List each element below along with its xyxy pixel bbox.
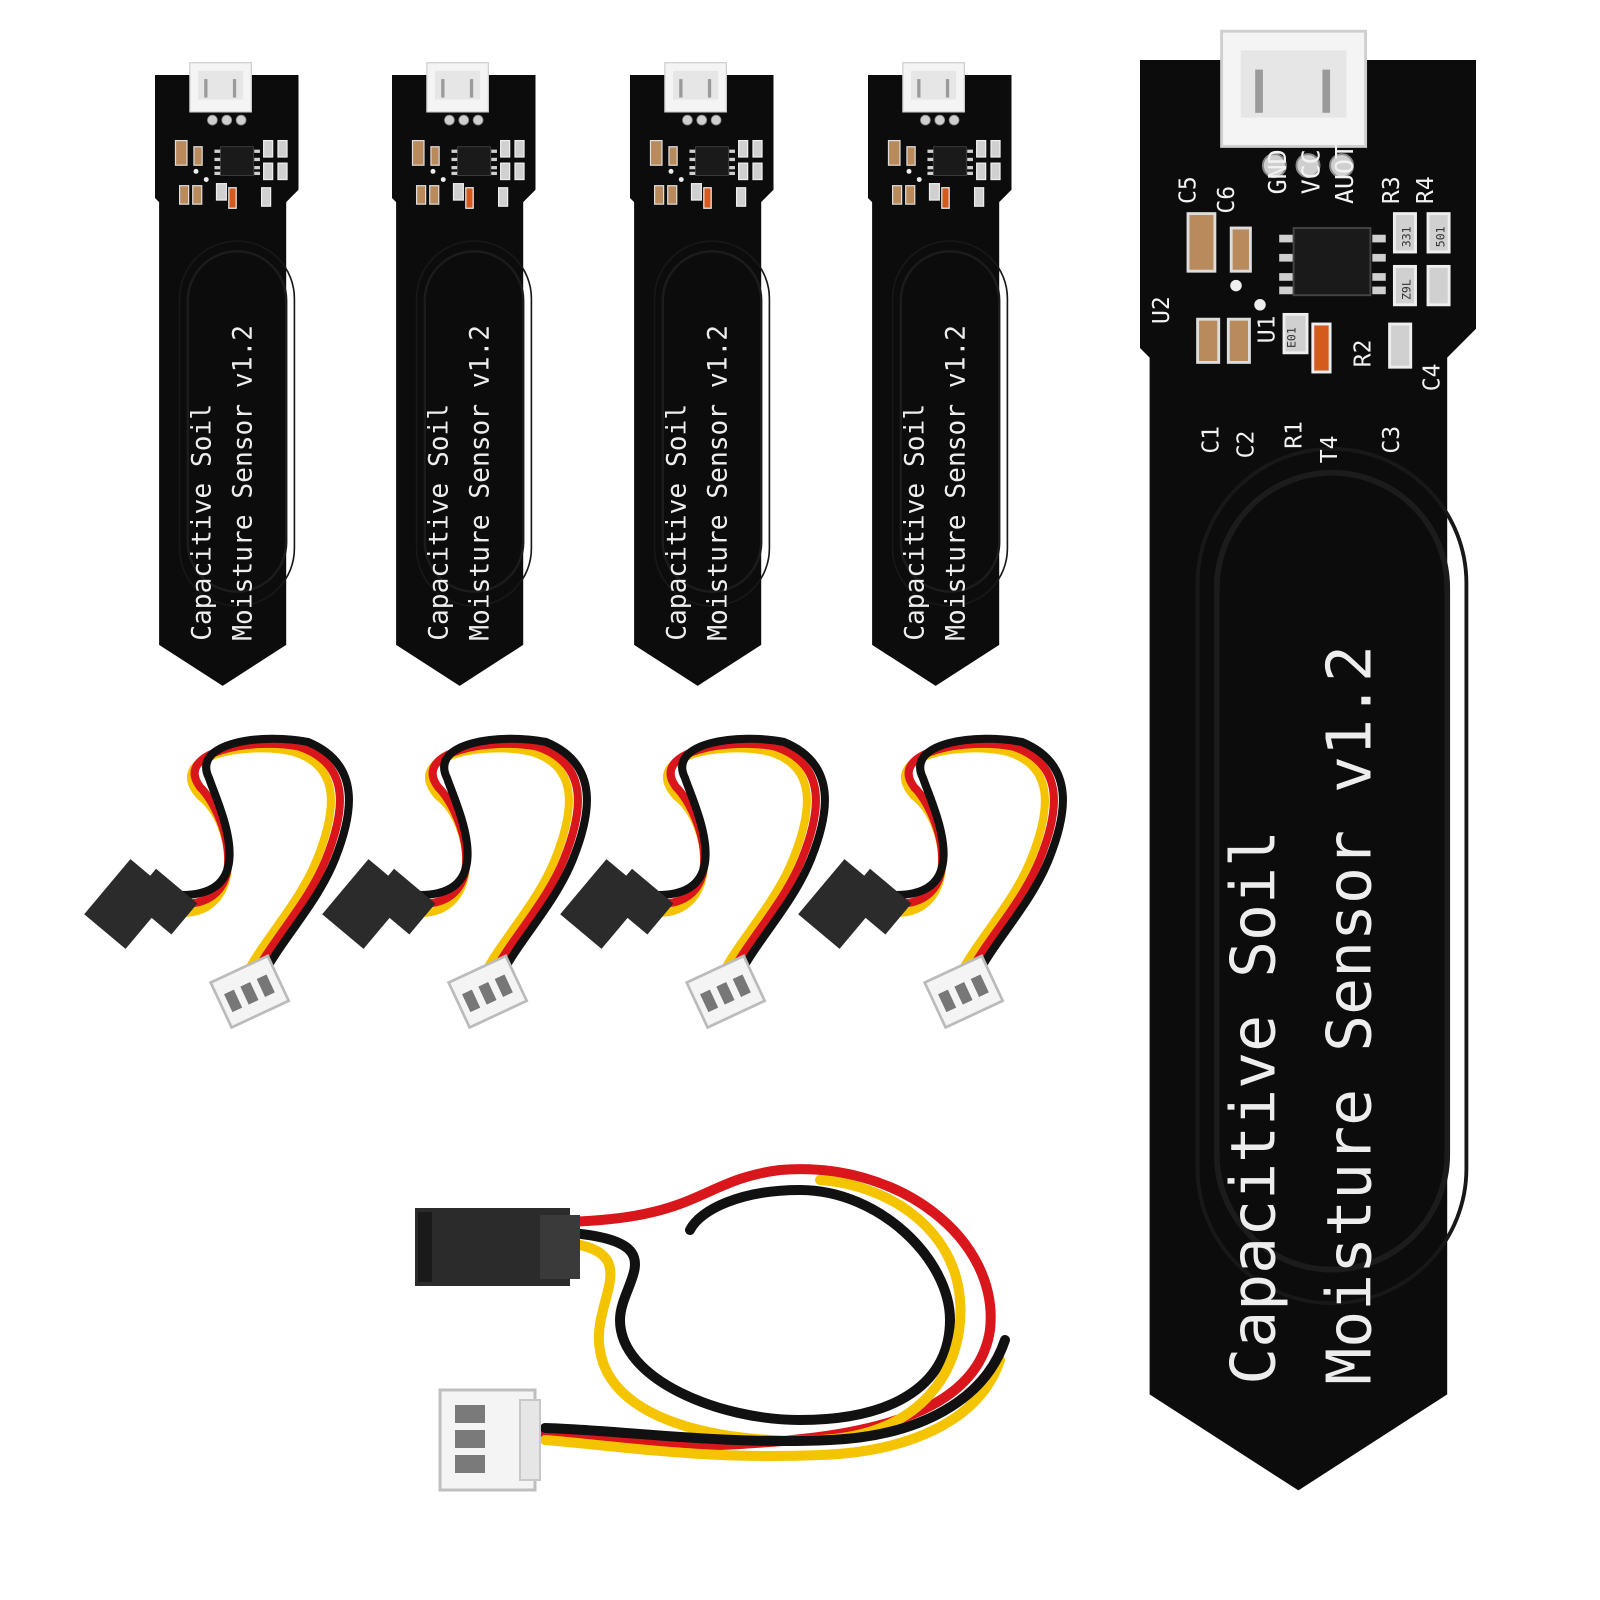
label-t4: T4 (1317, 435, 1343, 463)
small-cable-2 (322, 739, 587, 1028)
label-u2: U2 (1149, 296, 1175, 324)
label-c3: C3 (1379, 426, 1405, 454)
sensor-title-line2: Moisture Sensor v1.2 (703, 325, 733, 641)
sensor-title-line2: Moisture Sensor v1.2 (1314, 645, 1385, 1385)
label-r3: R3 (1379, 176, 1405, 204)
large-cable (415, 1164, 1010, 1492)
label-c5: C5 (1176, 176, 1202, 204)
chip-mark-331: 331 (1400, 226, 1414, 247)
pin-label-vcc: VCC (1297, 149, 1326, 194)
pin-label-gnd: GND (1263, 149, 1292, 194)
jst-connector (438, 1388, 541, 1492)
sensor-title-line2: Moisture Sensor v1.2 (228, 325, 258, 641)
pin-label-aout: AUOT (1330, 144, 1359, 204)
sensor-title-line1: Capacitive Soil (187, 404, 217, 641)
chip-mark-e01: E01 (1285, 327, 1299, 348)
small-sensor-1: Capacitive Soil Moisture Sensor v1.2 (153, 61, 300, 688)
small-cable-1 (84, 739, 349, 1028)
small-sensor-4: Capacitive Soil Moisture Sensor v1.2 (866, 61, 1013, 688)
small-sensor-2: Capacitive Soil Moisture Sensor v1.2 (390, 61, 537, 688)
sensor-title-line1: Capacitive Soil (424, 404, 454, 641)
label-c2: C2 (1233, 431, 1259, 459)
label-c4: C4 (1420, 363, 1446, 391)
label-c1: C1 (1199, 426, 1225, 454)
chip-mark-z9l: Z9L (1400, 279, 1414, 300)
small-cable-3 (560, 739, 825, 1028)
small-cable-4 (798, 739, 1063, 1028)
chip-mark-501: 501 (1433, 226, 1447, 247)
label-r4: R4 (1413, 176, 1439, 204)
large-sensor: GND VCC AUOT C5 C6 U2 U1 R3 R4 R2 C4 C1 … (1140, 31, 1476, 1490)
label-r2: R2 (1350, 339, 1376, 367)
small-sensor-3: Capacitive Soil Moisture Sensor v1.2 (628, 61, 775, 688)
sensor-title-line2: Moisture Sensor v1.2 (465, 325, 495, 641)
label-r1: R1 (1281, 421, 1307, 449)
label-u1: U1 (1254, 315, 1280, 343)
sensor-title-line2: Moisture Sensor v1.2 (941, 325, 971, 641)
sensor-title-line1: Capacitive Soil (900, 404, 930, 641)
sensor-title-line1: Capacitive Soil (1218, 830, 1289, 1385)
label-c6: C6 (1214, 186, 1240, 214)
sensor-title-line1: Capacitive Soil (662, 404, 692, 641)
